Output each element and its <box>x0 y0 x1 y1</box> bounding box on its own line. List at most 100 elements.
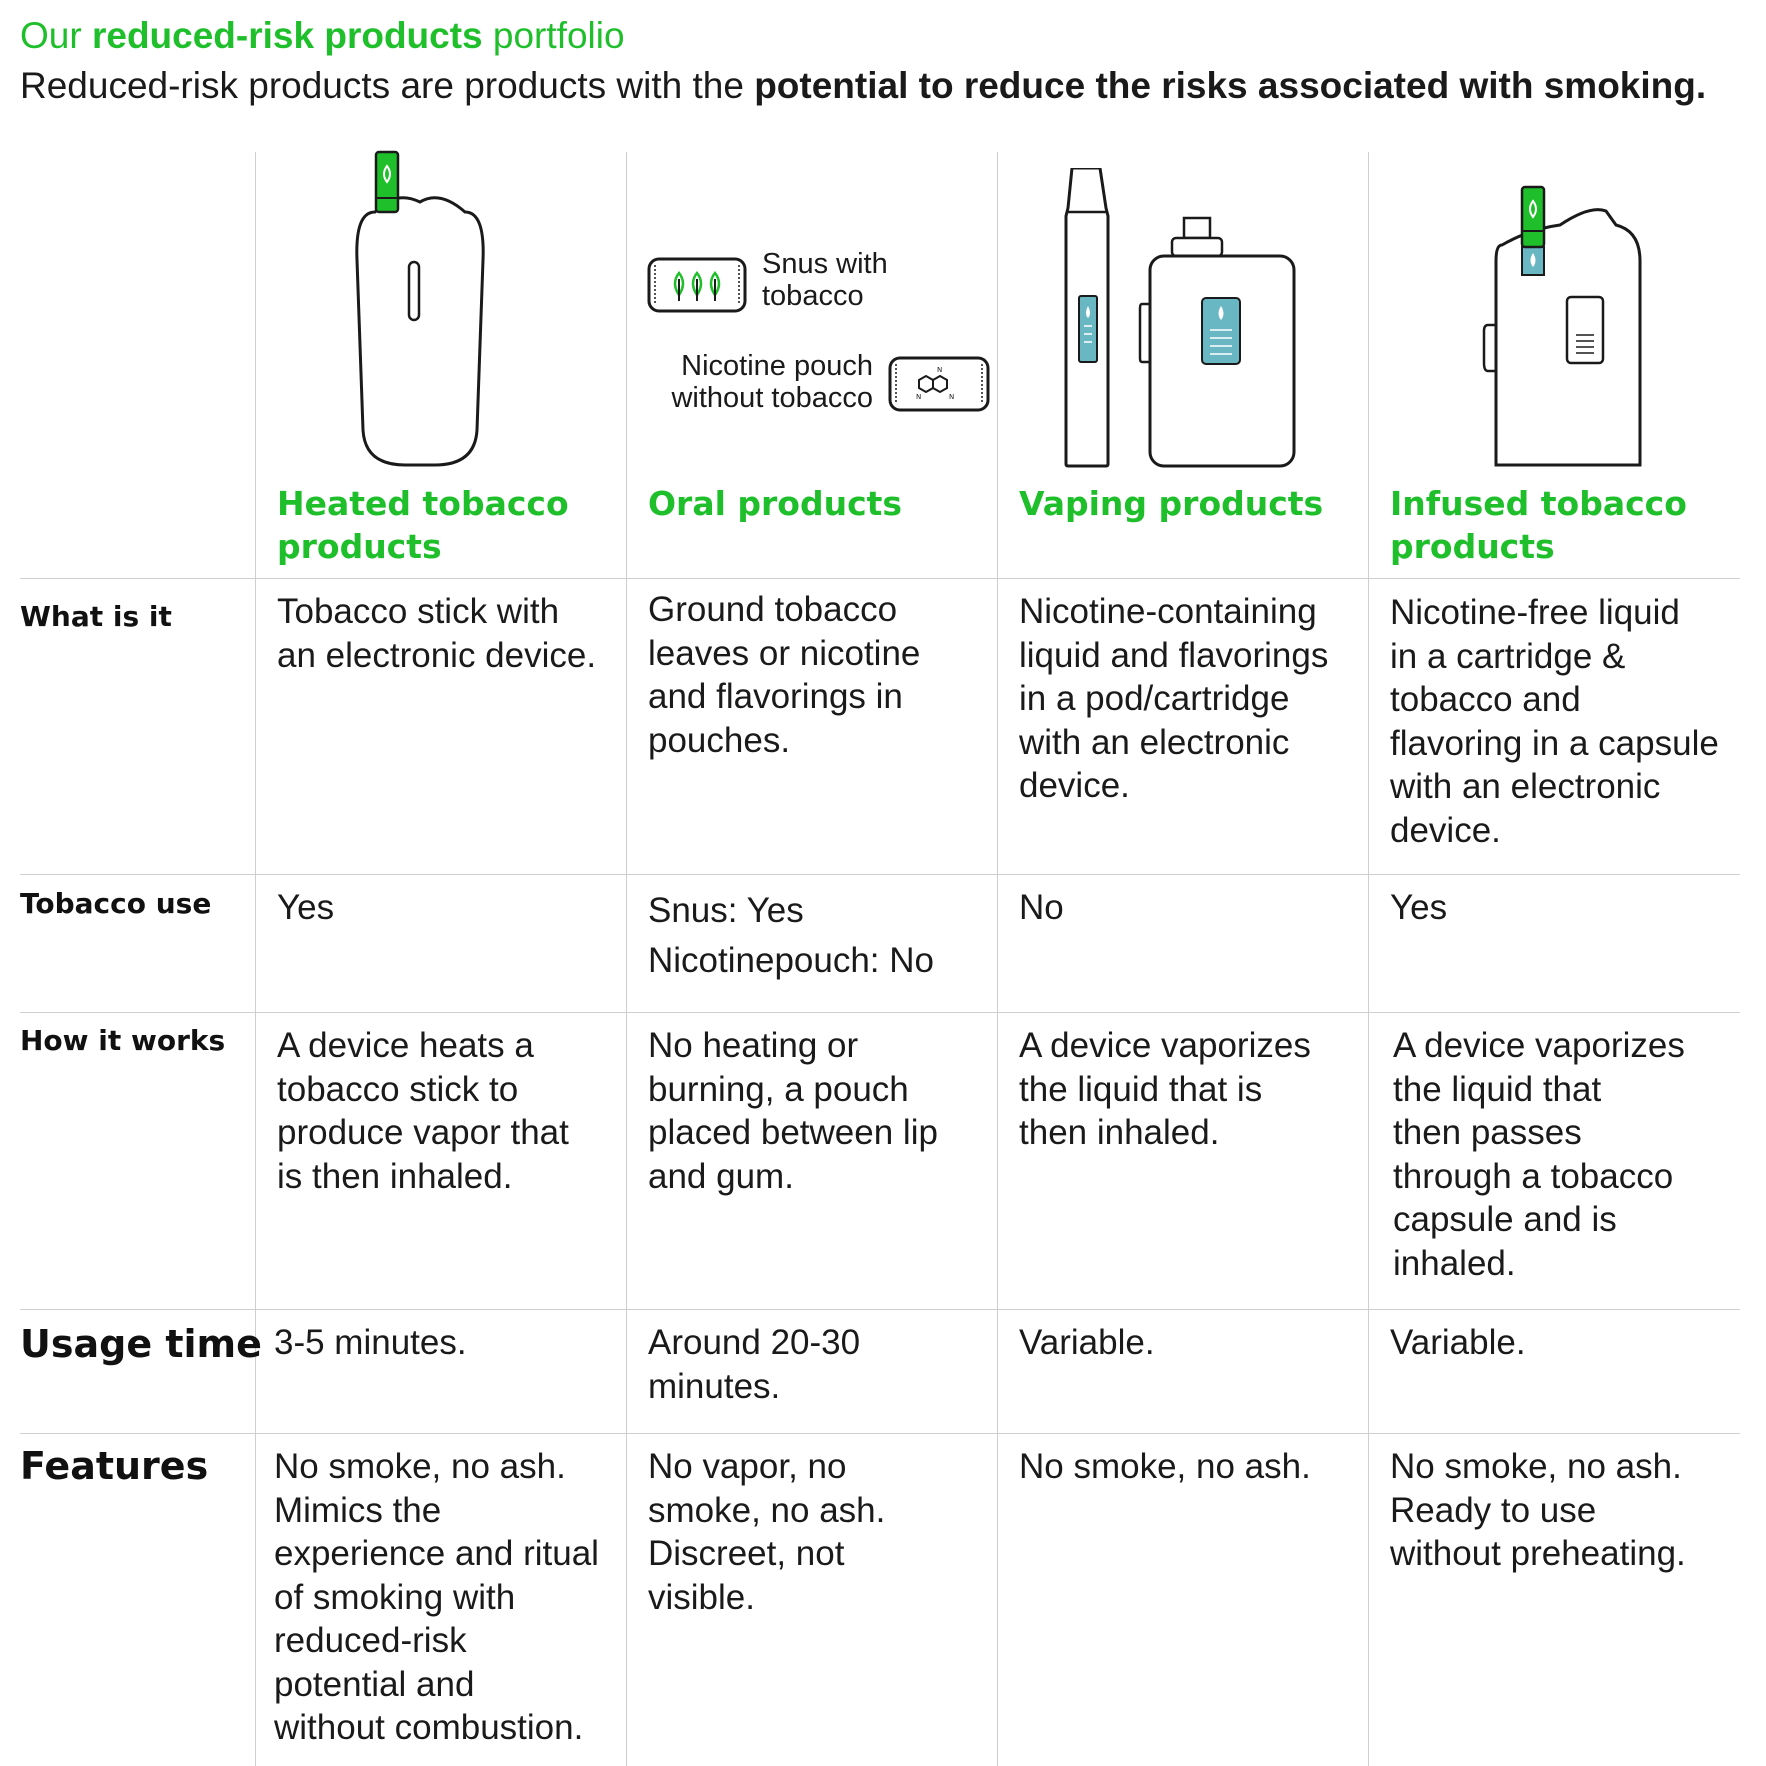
cell-how-infused: A device vaporizes the liquid that then pa… <box>1393 1024 1685 1285</box>
subtitle-prefix: Reduced-risk products are products with … <box>20 65 755 106</box>
cell-text-line: burning, a pouch <box>648 1069 909 1109</box>
column-divider <box>255 152 256 1766</box>
cell-text-line: in a pod/cartridge <box>1019 679 1290 718</box>
svg-text:N: N <box>916 393 921 401</box>
cell-text-line: and flavorings in <box>648 677 903 716</box>
column-header-line: Heated tobacco <box>277 484 569 523</box>
cell-text-line: Yes <box>277 888 335 927</box>
cell-text-line: Variable. <box>1390 1323 1526 1362</box>
nicotine-pouch-icon: N N N <box>888 356 990 412</box>
cell-tobacco-infused: Yes <box>1390 886 1447 930</box>
cell-text-line: No <box>1019 888 1064 927</box>
cell-text-line: Around 20-30 <box>648 1323 861 1362</box>
cell-text-line: of smoking with <box>274 1577 516 1617</box>
page-subtitle: Reduced-risk products are products with … <box>20 62 1706 110</box>
cell-usage-vaping: Variable. <box>1019 1321 1155 1365</box>
cell-text-line: No smoke, no ash. <box>274 1447 566 1486</box>
cell-text-line: minutes. <box>648 1366 781 1406</box>
cell-text-line: device. <box>1390 810 1501 850</box>
cell-text-line: potential and <box>274 1664 475 1704</box>
cell-text-line: the liquid that <box>1393 1069 1602 1109</box>
cell-text-line: smoke, no ash. <box>648 1490 886 1530</box>
row-divider <box>20 874 1740 875</box>
cell-tobacco-heated: Yes <box>277 886 334 930</box>
cell-text-line: Nicotinepouch: No <box>648 941 934 980</box>
column-header-line: Vaping products <box>1019 484 1324 523</box>
cell-text-line: flavoring in a capsule <box>1390 723 1719 763</box>
column-divider <box>1368 152 1369 1766</box>
column-header-infused: Infused tobacco products <box>1390 482 1687 568</box>
infused-tobacco-device-icon <box>1482 185 1642 467</box>
cell-text-line: Tobacco stick with <box>277 592 560 631</box>
cell-text-line: is then inhaled. <box>277 1156 513 1196</box>
column-header-line: Oral products <box>648 484 903 523</box>
title-emphasis: reduced-risk products <box>91 15 483 56</box>
cell-text-line: produce vapor that <box>277 1113 569 1152</box>
title-prefix: Our <box>20 15 92 56</box>
row-label-what-is-it: What is it <box>20 600 172 633</box>
row-label-features: Features <box>20 1444 209 1488</box>
cell-text-line: then passes <box>1393 1113 1582 1152</box>
column-header-line: products <box>277 527 442 566</box>
cell-text-line: A device vaporizes <box>1393 1026 1685 1065</box>
column-header-line: Infused tobacco <box>1390 484 1687 523</box>
cell-text-line: A device vaporizes <box>1019 1026 1311 1065</box>
vaping-device-icon <box>1064 168 1296 468</box>
cell-text-line: experience and ritual <box>274 1534 599 1573</box>
cell-text-line: Mimics the <box>274 1490 442 1530</box>
cell-what-vaping: Nicotine-containing liquid and flavorings… <box>1019 590 1328 808</box>
row-label-how-it-works: How it works <box>20 1024 226 1057</box>
cell-text-line: tobacco stick to <box>277 1069 519 1109</box>
cell-what-heated: Tobacco stick with an electronic device. <box>277 590 596 677</box>
cell-text-line: an electronic device. <box>277 635 597 675</box>
cell-text-line: in a cartridge & <box>1390 636 1626 676</box>
row-divider <box>20 578 1740 579</box>
cell-tobacco-vaping: No <box>1019 886 1064 930</box>
column-header-heated: Heated tobacco products <box>277 482 569 568</box>
cell-text-line: pouches. <box>648 720 791 760</box>
cell-text-line: capsule and is <box>1393 1200 1617 1239</box>
cell-text-line: then inhaled. <box>1019 1113 1220 1152</box>
cell-text-line: Snus: Yes <box>648 891 804 930</box>
cell-text-line: Nicotine-containing <box>1019 592 1317 631</box>
nicotine-label-line: Nicotine pouch <box>681 350 873 382</box>
cell-usage-heated: 3-5 minutes. <box>274 1321 467 1365</box>
row-divider <box>20 1309 1740 1310</box>
cell-text-line: inhaled. <box>1393 1243 1516 1283</box>
cell-text-line: No smoke, no ash. <box>1019 1447 1311 1486</box>
title-suffix: portfolio <box>482 15 625 56</box>
column-header-oral: Oral products <box>648 482 902 525</box>
heated-tobacco-device-icon <box>355 150 485 467</box>
snus-label-line: tobacco <box>762 280 864 312</box>
cell-usage-infused: Variable. <box>1390 1321 1526 1365</box>
cell-text-line: device. <box>1019 766 1130 805</box>
row-label-tobacco-use: Tobacco use <box>20 887 212 920</box>
cell-how-heated: A device heats a tobacco stick to produce … <box>277 1024 569 1198</box>
nicotine-pouch-label: Nicotine pouch without tobacco <box>647 350 873 414</box>
row-label-usage-time: Usage time <box>20 1322 262 1366</box>
cell-text-line: No heating or <box>648 1026 859 1065</box>
cell-text-line: without preheating. <box>1390 1534 1686 1573</box>
cell-text-line: tobacco and <box>1390 680 1581 719</box>
row-divider <box>20 1012 1740 1013</box>
cell-text-line: Discreet, not <box>648 1534 845 1573</box>
svg-text:N: N <box>937 366 942 374</box>
cell-features-heated: No smoke, no ash. Mimics the experience an… <box>274 1445 599 1750</box>
snus-label: Snus with tobacco <box>762 248 888 312</box>
cell-text-line: reduced-risk <box>274 1621 467 1660</box>
cell-text-line: liquid and flavorings <box>1019 635 1329 675</box>
cell-text-line: A device heats a <box>277 1026 534 1065</box>
cell-text-line: with an electronic <box>1019 722 1290 762</box>
cell-text-line: without combustion. <box>274 1708 584 1747</box>
cell-text-line: No smoke, no ash. <box>1390 1447 1682 1486</box>
cell-text-line: and gum. <box>648 1156 794 1196</box>
cell-text-line: visible. <box>648 1577 755 1617</box>
cell-text-line: Ground tobacco <box>648 590 898 629</box>
